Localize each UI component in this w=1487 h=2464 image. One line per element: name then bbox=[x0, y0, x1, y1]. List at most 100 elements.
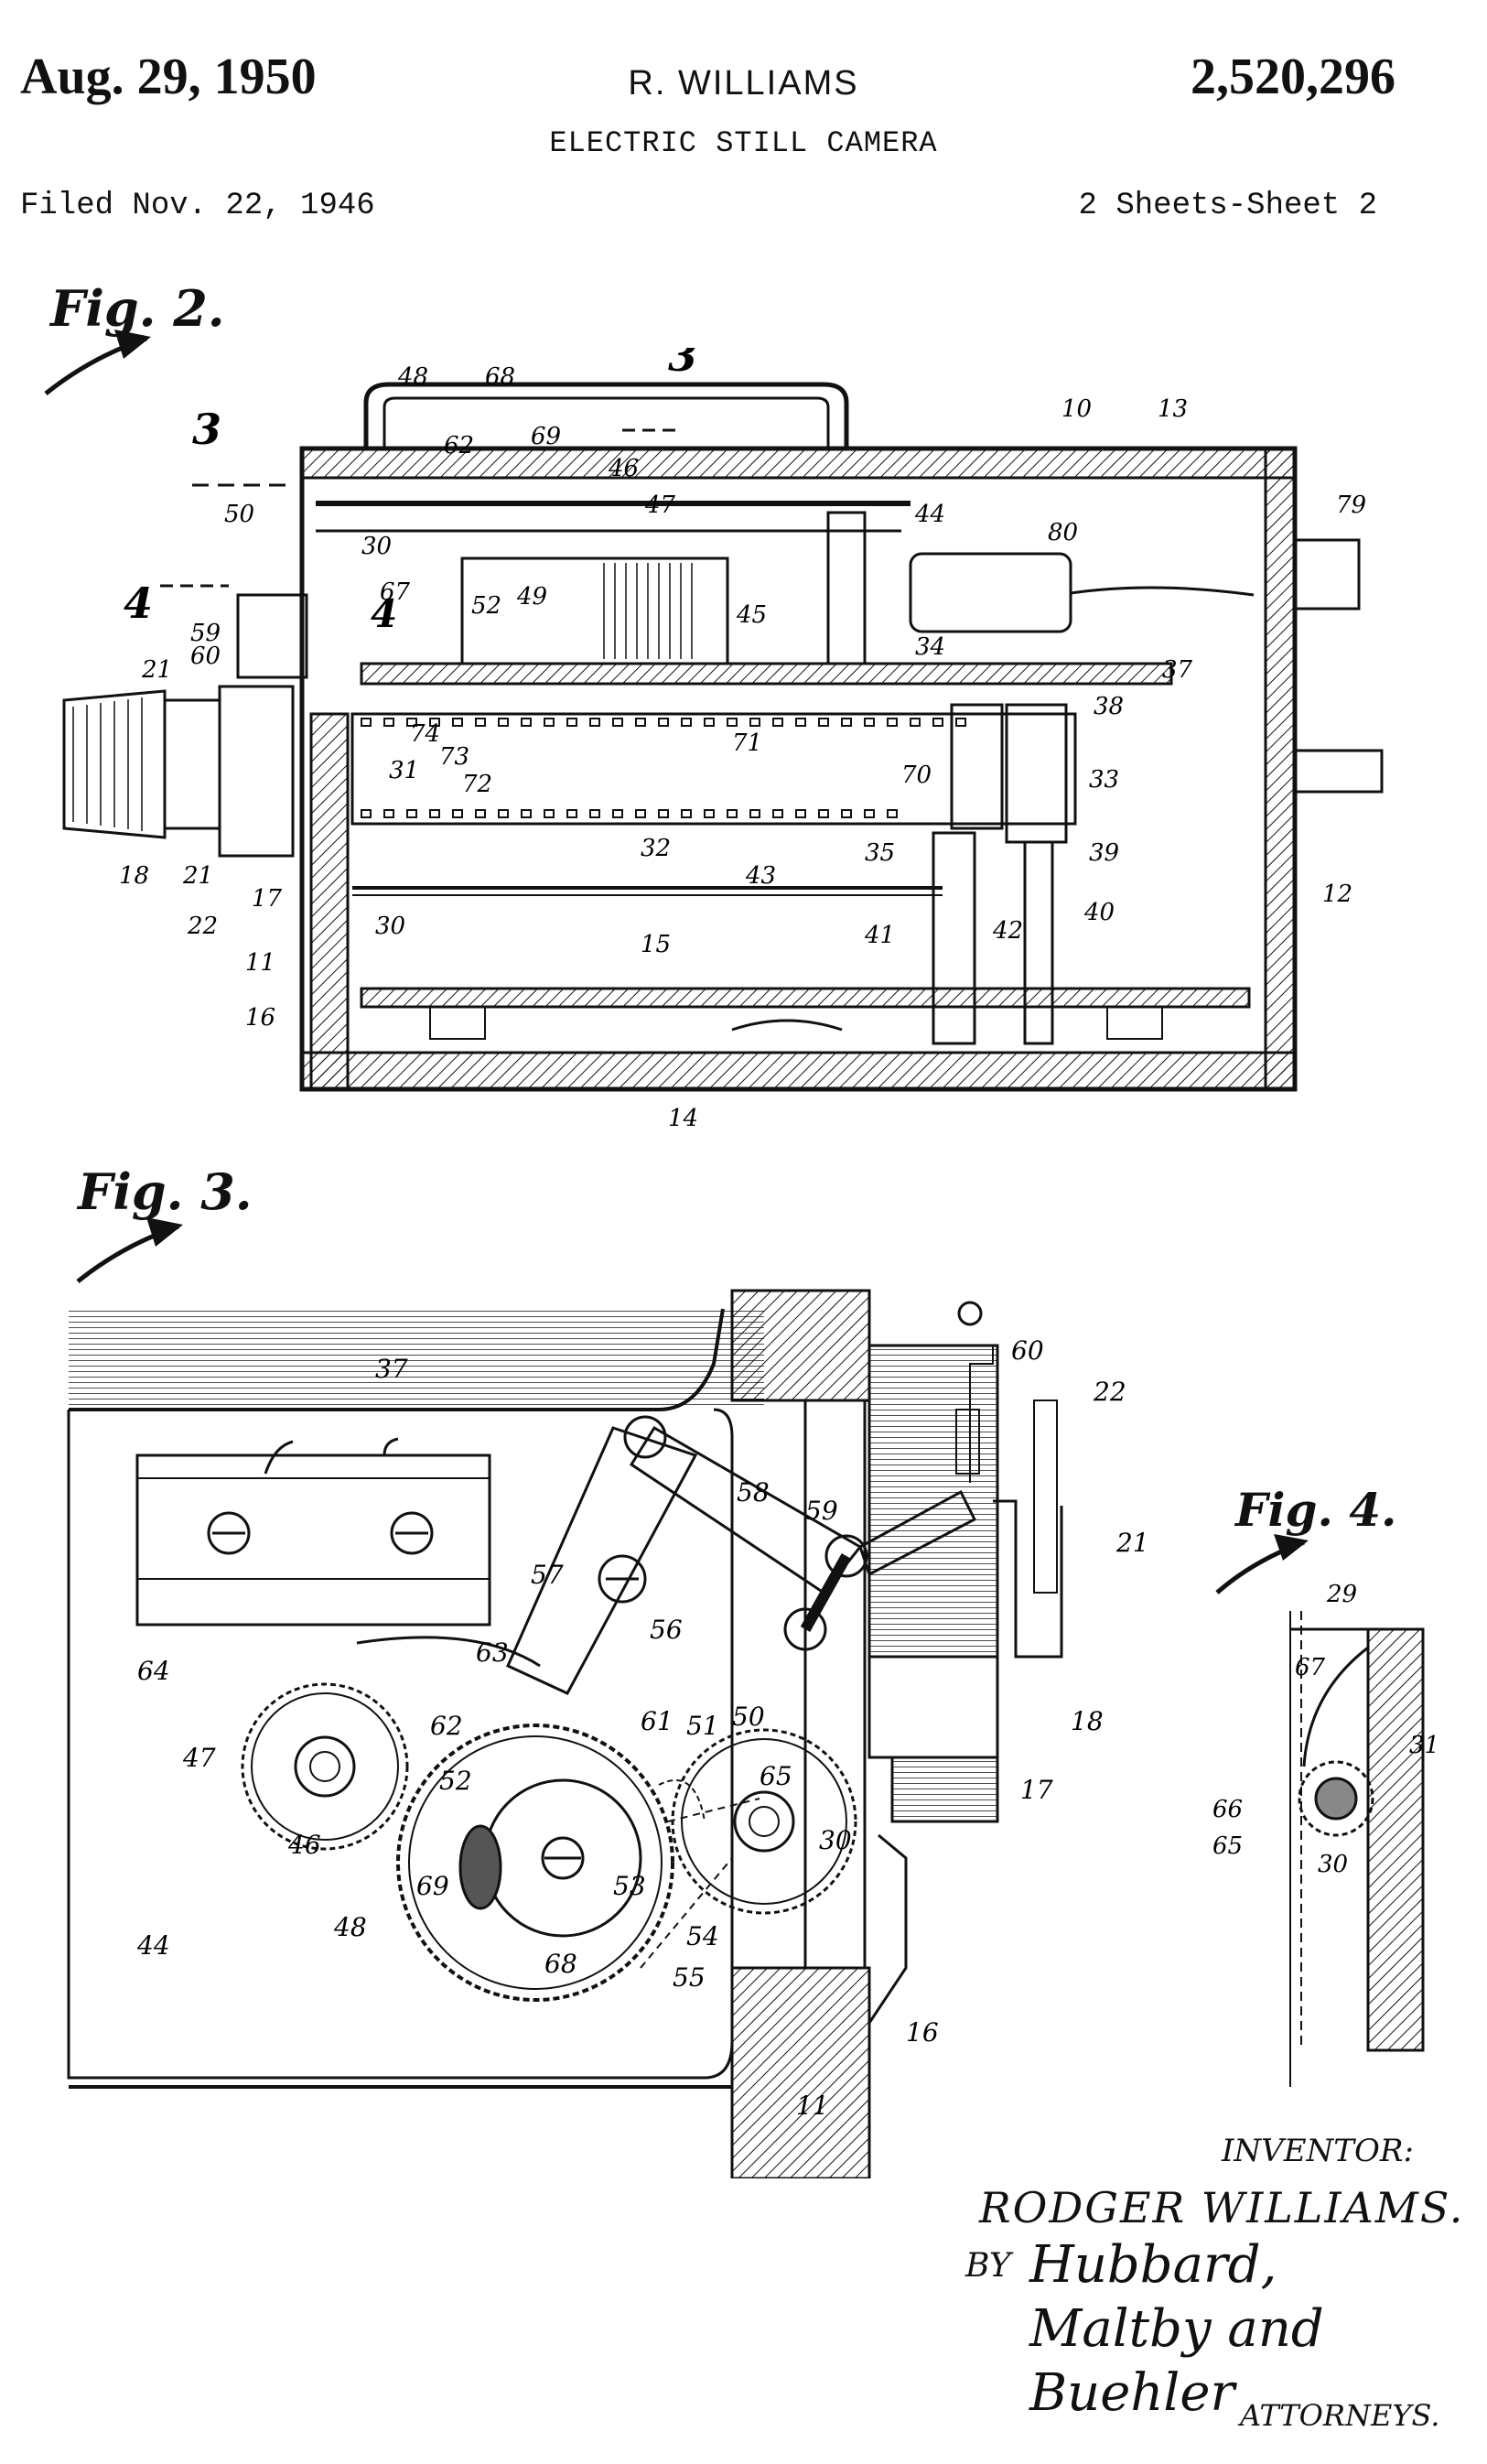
ref3-63: 63 bbox=[476, 1637, 509, 1668]
ref4-30: 30 bbox=[1318, 1851, 1348, 1878]
ref-39: 39 bbox=[1089, 839, 1119, 867]
ref3-60: 60 bbox=[1011, 1335, 1044, 1366]
fig3-label: Fig. 3. bbox=[78, 1162, 253, 1221]
ref-12: 12 bbox=[1322, 881, 1352, 908]
ref3-21: 21 bbox=[1115, 1528, 1149, 1558]
attorneys-signature: Hubbard, Maltby and Buehler bbox=[1029, 2235, 1324, 2423]
ref-21a: 21 bbox=[141, 656, 172, 684]
ref-37: 37 bbox=[1162, 656, 1193, 684]
ref-33: 33 bbox=[1089, 766, 1119, 794]
ref3-65: 65 bbox=[760, 1761, 792, 1791]
ref3-16: 16 bbox=[906, 2017, 939, 2048]
ref3-30: 30 bbox=[819, 1825, 852, 1855]
ref3-61: 61 bbox=[641, 1706, 673, 1736]
ref3-17: 17 bbox=[1020, 1775, 1053, 1805]
ref3-68: 68 bbox=[544, 1949, 577, 1979]
ref-17: 17 bbox=[252, 885, 283, 913]
ref4-65: 65 bbox=[1212, 1832, 1243, 1860]
ref3-58: 58 bbox=[737, 1477, 770, 1508]
section-marker-4-right: 4 bbox=[371, 591, 397, 636]
ref-18: 18 bbox=[119, 862, 149, 890]
ref4-29: 29 bbox=[1326, 1581, 1357, 1608]
ref3-18: 18 bbox=[1071, 1706, 1104, 1736]
ref3-64: 64 bbox=[137, 1656, 170, 1686]
fig4-arrow-icon bbox=[1215, 1534, 1309, 1594]
ref3-62: 62 bbox=[430, 1711, 463, 1741]
fig3-arrow-icon bbox=[76, 1217, 183, 1283]
ref-35: 35 bbox=[865, 839, 895, 867]
ref3-56: 56 bbox=[650, 1615, 683, 1645]
ref4-67: 67 bbox=[1295, 1654, 1326, 1681]
inventor-header: R. WILLIAMS bbox=[628, 64, 859, 103]
fig4-drawing: 29 30 31 65 66 67 bbox=[1212, 1581, 1439, 2087]
ref-49: 49 bbox=[516, 583, 547, 611]
patent-number: 2,520,296 bbox=[1191, 49, 1395, 105]
by-label: BY bbox=[965, 2247, 1011, 2285]
ref-47: 47 bbox=[644, 492, 676, 519]
patent-date: Aug. 29, 1950 bbox=[20, 49, 317, 105]
patent-title: ELECTRIC STILL CAMERA bbox=[549, 126, 938, 160]
ref-16: 16 bbox=[245, 1004, 275, 1032]
fig2-arrow-icon bbox=[44, 330, 151, 395]
ref-21b: 21 bbox=[182, 862, 213, 890]
ref-50: 50 bbox=[224, 501, 254, 528]
ref-59: 59 bbox=[190, 620, 221, 647]
ref-79: 79 bbox=[1336, 492, 1366, 519]
ref-52: 52 bbox=[471, 592, 501, 620]
ref-68: 68 bbox=[485, 363, 515, 391]
ref-48: 48 bbox=[397, 363, 428, 391]
sheet-count: 2 Sheets-Sheet 2 bbox=[1078, 189, 1377, 223]
ref-73: 73 bbox=[439, 743, 469, 771]
ref-46: 46 bbox=[608, 455, 639, 482]
ref3-37: 37 bbox=[375, 1354, 408, 1384]
ref-30b: 30 bbox=[375, 913, 405, 940]
ref3-46: 46 bbox=[287, 1830, 321, 1860]
ref-11: 11 bbox=[245, 949, 275, 977]
ref-41: 41 bbox=[864, 922, 895, 949]
inventor-heading: INVENTOR: bbox=[1222, 2133, 1414, 2169]
ref3-55: 55 bbox=[673, 1962, 706, 1993]
ref3-50: 50 bbox=[732, 1702, 765, 1732]
ref-69: 69 bbox=[531, 423, 561, 450]
ref4-31: 31 bbox=[1409, 1732, 1439, 1759]
ref4-66: 66 bbox=[1212, 1796, 1243, 1823]
ref-15: 15 bbox=[641, 931, 671, 958]
ref-43: 43 bbox=[745, 862, 776, 890]
ref-31: 31 bbox=[389, 757, 419, 784]
ref-42: 42 bbox=[992, 917, 1023, 945]
ref-30a: 30 bbox=[361, 533, 392, 560]
ref3-52: 52 bbox=[439, 1766, 472, 1796]
ref-22: 22 bbox=[187, 913, 218, 940]
ref-44: 44 bbox=[914, 501, 945, 528]
section-marker-3-left: 3 bbox=[192, 405, 221, 454]
ref3-54: 54 bbox=[686, 1921, 719, 1951]
ref-60: 60 bbox=[190, 643, 221, 670]
ref3-53: 53 bbox=[613, 1871, 646, 1901]
ref-71: 71 bbox=[732, 729, 762, 757]
ref3-57: 57 bbox=[531, 1560, 564, 1590]
ref3-69: 69 bbox=[416, 1871, 449, 1901]
fig2-label: Fig. 2. bbox=[50, 279, 225, 338]
fig3-drawing: 11 16 17 18 21 22 30 37 44 46 47 48 50 5… bbox=[67, 1289, 1149, 2178]
inventor-name: RODGER WILLIAMS. bbox=[979, 2183, 1465, 2232]
ref-67: 67 bbox=[380, 578, 411, 606]
ref-32: 32 bbox=[641, 835, 671, 862]
attorneys-label: ATTORNEYS. bbox=[1240, 2398, 1440, 2433]
ref3-51: 51 bbox=[686, 1711, 719, 1741]
ref3-44: 44 bbox=[136, 1930, 170, 1961]
ref3-59: 59 bbox=[805, 1496, 838, 1526]
ref-40: 40 bbox=[1083, 899, 1115, 926]
section-marker-4-left: 4 bbox=[124, 578, 153, 628]
ref3-11: 11 bbox=[796, 2091, 829, 2121]
ref-80: 80 bbox=[1048, 519, 1078, 546]
ref-62: 62 bbox=[444, 432, 474, 459]
ref3-47: 47 bbox=[182, 1743, 216, 1773]
filed-date: Filed Nov. 22, 1946 bbox=[20, 189, 375, 223]
ref3-22: 22 bbox=[1093, 1377, 1126, 1407]
ref-14: 14 bbox=[668, 1105, 698, 1132]
ref-10: 10 bbox=[1061, 395, 1092, 423]
ref-72: 72 bbox=[462, 771, 492, 798]
ref-38: 38 bbox=[1094, 693, 1124, 720]
ref-13: 13 bbox=[1158, 395, 1188, 423]
ref3-48: 48 bbox=[333, 1912, 367, 1942]
